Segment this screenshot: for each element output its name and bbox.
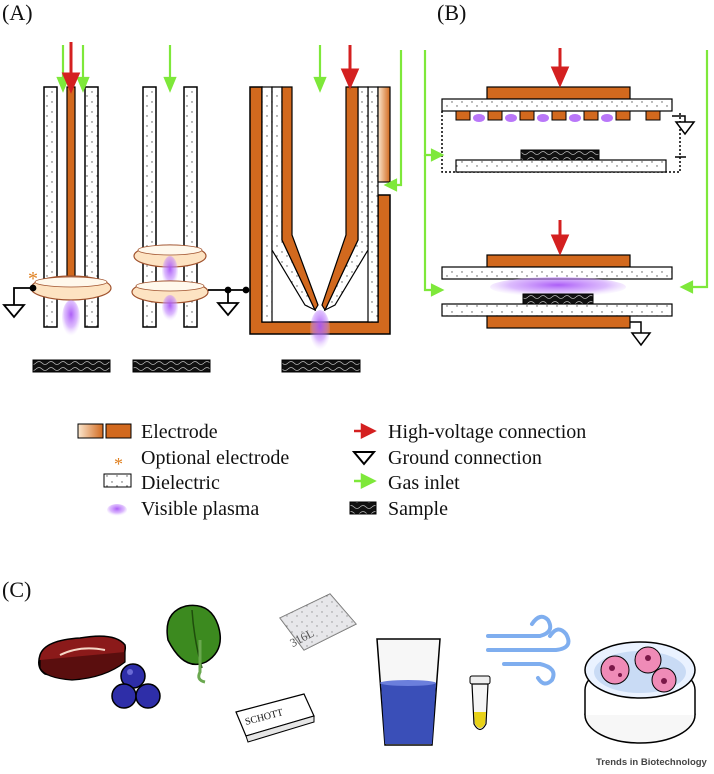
ground-connections-a (2, 284, 250, 319)
air-icon (486, 614, 571, 686)
journal-credit: Trends in Biotechnology (596, 757, 707, 768)
legend-electrode-swatch-dark (105, 423, 132, 439)
legend-hv-arrow (354, 422, 377, 440)
device-a1 (30, 86, 112, 336)
gas-inlet-arrows-b (423, 50, 709, 297)
legend-sample: Sample (388, 498, 448, 520)
legend-ground-connection: Ground connection (388, 447, 542, 469)
legend-electrode: Electrode (141, 421, 218, 443)
glass-slide-icon: SCHOTT (235, 693, 315, 743)
hv-arrows-a (61, 42, 360, 94)
legend-ground-symbol (351, 451, 377, 466)
panel-a-label: (A) (2, 0, 33, 25)
device-b2 (441, 254, 673, 347)
legend-hv-connection: High-voltage connection (388, 421, 587, 443)
optional-electrode-marker: * (28, 268, 38, 290)
device-b1 (441, 86, 696, 173)
legend-electrode-swatch-light (77, 423, 104, 439)
panel-b-label: (B) (437, 0, 467, 25)
sample-a2 (132, 359, 211, 373)
steel-mesh-icon: 316L (279, 593, 357, 651)
legend-dielectric: Dielectric (141, 472, 220, 494)
blueberries-icon (111, 663, 161, 709)
water-glass-icon (376, 638, 441, 746)
legend-sample-swatch (349, 501, 377, 515)
legend-swatches: * (77, 422, 377, 516)
tube-icon (469, 675, 491, 731)
device-a2 (131, 86, 209, 328)
sample-a3 (281, 359, 361, 373)
legend-gas-arrow (354, 472, 377, 490)
legend-plasma-swatch (107, 504, 127, 516)
petri-dish-icon (584, 641, 696, 744)
legend-dielectric-swatch (103, 473, 132, 488)
device-a3 (249, 86, 391, 350)
meat-icon (38, 635, 127, 681)
sample-a1 (32, 359, 111, 373)
legend-gas-inlet: Gas inlet (388, 472, 460, 494)
legend-visible-plasma: Visible plasma (141, 498, 260, 520)
panel-c-label: (C) (2, 577, 32, 602)
hv-arrows-b (550, 48, 570, 256)
spinach-icon (166, 604, 221, 684)
legend-optional-electrode: Optional electrode (141, 447, 290, 469)
legend-optional-marker: * (114, 454, 123, 474)
